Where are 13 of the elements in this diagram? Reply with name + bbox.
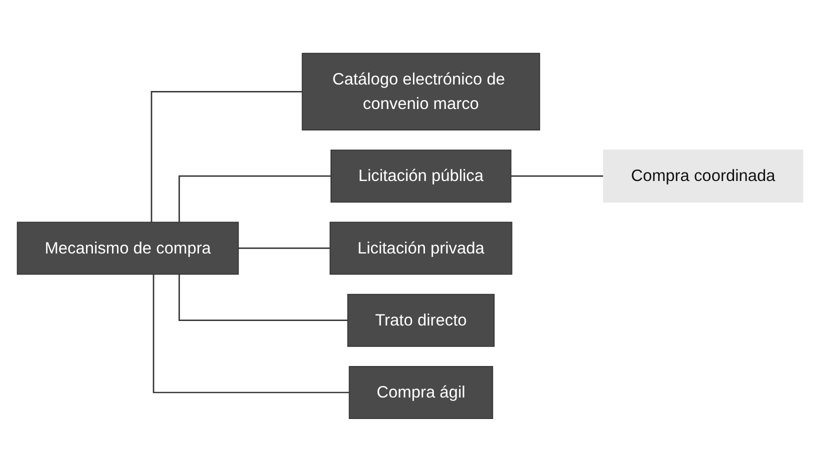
connector [510,175,604,176]
node-box: Licitación privada [330,221,512,274]
connector [238,247,330,248]
node-box: Compra coordinada [603,149,804,202]
node-box: Catálogo electrónico de convenio marco [302,52,540,130]
connector [178,175,331,222]
connector [152,274,350,393]
node-box: Licitación pública [330,149,512,202]
node-box: Mecanismo de compra [16,221,239,274]
connector [178,274,348,321]
node-box: Trato directo [347,293,495,346]
connector [150,90,302,222]
node-box: Compra ágil [348,366,494,419]
